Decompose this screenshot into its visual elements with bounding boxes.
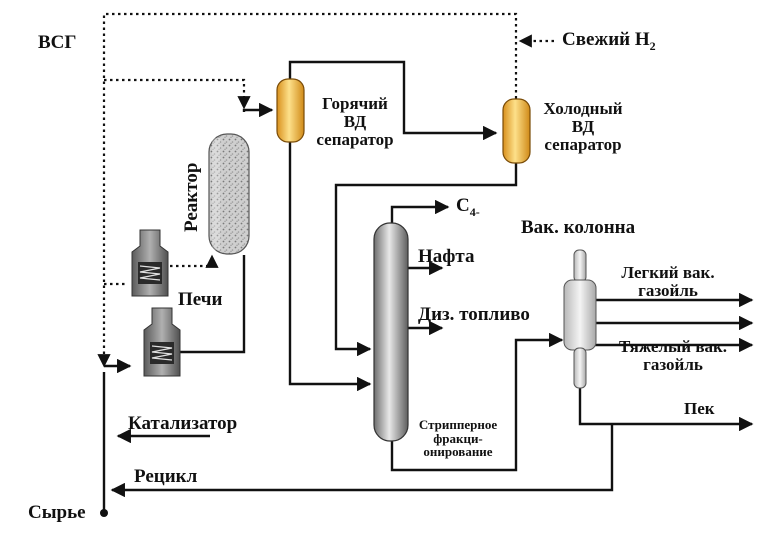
diesel-label: Диз. топливо bbox=[418, 304, 530, 325]
stripper-label-line: Стрипперное bbox=[418, 417, 498, 432]
hot-sep-top-to-cold-sep-line bbox=[288, 60, 498, 141]
hot-separator-label-line: сепаратор bbox=[316, 129, 394, 149]
pitch-label: Пек bbox=[684, 399, 715, 418]
c4-text: С bbox=[456, 195, 470, 216]
reactor-label: Реактор bbox=[181, 163, 202, 232]
light-gas-oil-label-line: Легкий вак. bbox=[621, 263, 715, 282]
c4-subscript: 4- bbox=[469, 204, 480, 219]
cold-hp-separator-vessel bbox=[502, 96, 531, 164]
process-lines bbox=[102, 60, 754, 512]
recycle-label: Рецикл bbox=[134, 466, 198, 487]
hot-separator-label-line: ВД bbox=[343, 111, 367, 131]
light-gas-oil-label-line: газойль bbox=[638, 280, 698, 300]
hot-sep-bottom-to-column-line bbox=[288, 140, 372, 392]
cold-sep-bottom-to-column-line bbox=[334, 162, 518, 357]
vsg-top-loop-line bbox=[102, 12, 518, 360]
reactor-to-hot-sep-line bbox=[242, 102, 274, 118]
furnaces-label: Печи bbox=[178, 289, 223, 310]
reactor-vessel bbox=[208, 133, 250, 255]
upper-furnace bbox=[131, 229, 169, 297]
cold-separator-label-line: сепаратор bbox=[544, 134, 622, 154]
vacuum-column-label: Вак. колонна bbox=[521, 217, 636, 238]
naphtha-label: Нафта bbox=[418, 246, 475, 267]
cold-separator-label-line: ВД bbox=[571, 116, 595, 136]
vsg-label: ВСГ bbox=[38, 32, 77, 53]
hot-hp-separator-vessel bbox=[276, 76, 305, 143]
heavy-gas-oil-label-line: газойль bbox=[643, 354, 703, 374]
stripper-fractionation-column bbox=[373, 222, 409, 442]
lower-furnace bbox=[143, 307, 181, 377]
stripper-label-line: онирование bbox=[423, 444, 493, 460]
heavy-gas-oil-label: Тяжелый вак. газойль bbox=[598, 338, 748, 374]
vsg-to-reactor-line bbox=[104, 78, 251, 110]
fresh-h2-subscript: 2 bbox=[649, 38, 656, 53]
stripper-label-line: фракци- bbox=[433, 430, 483, 446]
stripper-label: Стрипперное фракци- онирование bbox=[402, 418, 514, 459]
feed-point bbox=[100, 509, 108, 517]
catalyst-label: Катализатор bbox=[128, 413, 238, 434]
light-gas-oil-label: Легкий вак. газойль bbox=[598, 264, 738, 300]
upper-furnace-to-reactor-line bbox=[170, 254, 219, 268]
cold-separator-label: Холодный ВД сепаратор bbox=[528, 100, 638, 154]
fresh-h2-text: Свежий Н bbox=[562, 29, 650, 50]
c4-line bbox=[390, 199, 450, 225]
column-bottom-to-vac-line bbox=[390, 332, 564, 472]
cold-separator-label-line: Холодный bbox=[543, 99, 623, 118]
hydrogen-recycle-lines bbox=[97, 12, 554, 368]
hot-separator-label: Горячий ВД сепаратор bbox=[300, 95, 410, 149]
vacuum-column bbox=[563, 249, 597, 389]
feed-label: Сырье bbox=[28, 502, 86, 523]
fresh-h2-label: Свежий Н2 bbox=[562, 29, 656, 53]
pitch-line bbox=[578, 388, 754, 432]
recycle-line bbox=[110, 424, 614, 498]
hot-separator-label-line: Горячий bbox=[322, 94, 388, 113]
furnace-to-reactor-line bbox=[176, 255, 246, 354]
c4-label: С4- bbox=[456, 195, 480, 219]
heavy-gas-oil-label-line: Тяжелый вак. bbox=[618, 337, 728, 356]
